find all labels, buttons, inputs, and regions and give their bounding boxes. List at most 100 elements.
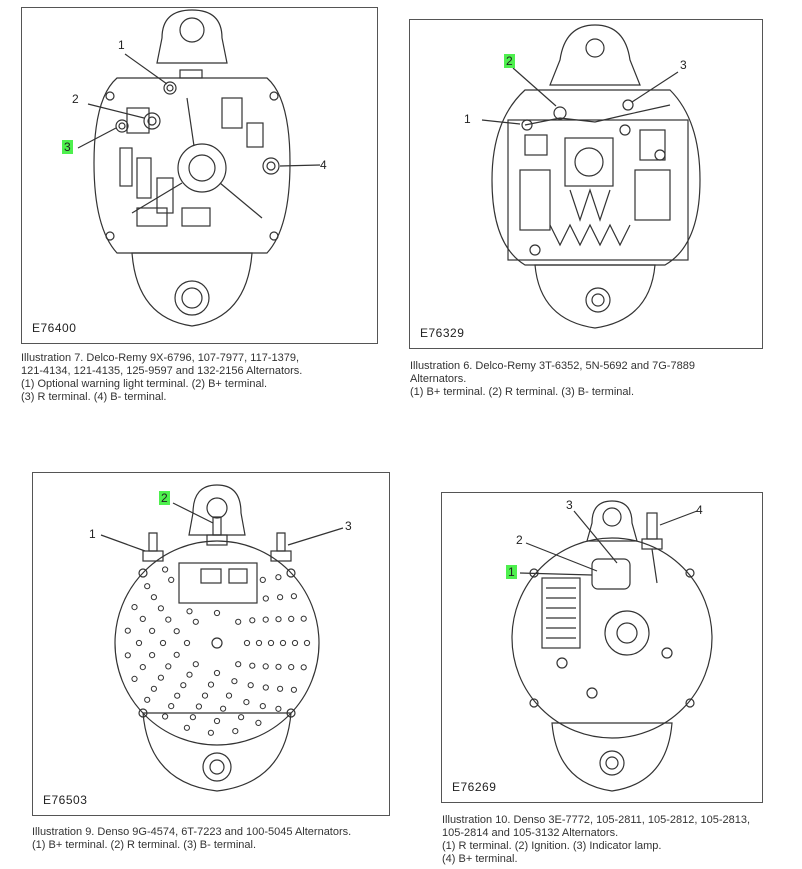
alternator-round-drawing <box>100 484 344 792</box>
callout-1: 1 <box>118 38 125 52</box>
vent-hole <box>290 593 297 600</box>
callout-1: 1 <box>464 112 471 126</box>
callout-1-highlighted: 1 <box>506 565 517 579</box>
vent-hole <box>255 639 263 647</box>
vent-hole <box>168 576 175 584</box>
vent-hole <box>149 627 156 634</box>
vent-hole <box>165 616 172 623</box>
vent-hole <box>159 639 167 647</box>
vent-hole <box>192 618 199 625</box>
vent-hole <box>279 639 287 647</box>
vent-hole <box>157 605 165 612</box>
vent-hole <box>168 703 175 710</box>
vent-hole <box>303 639 311 647</box>
callout-2-highlighted: 2 <box>159 491 170 505</box>
vent-hole <box>213 717 221 725</box>
vent-hole <box>267 639 275 647</box>
vent-hole <box>162 566 169 573</box>
vent-hole <box>157 674 165 681</box>
caption-line: Illustration 9. Denso 9G-4574, 6T-7223 a… <box>32 826 352 838</box>
vent-hole <box>201 692 209 699</box>
vent-hole <box>139 615 146 622</box>
illustration-10-panel: 3 2 1 4 E76269 <box>441 492 763 803</box>
vent-hole <box>247 682 254 689</box>
vent-hole <box>232 728 239 735</box>
vent-hole <box>186 671 193 678</box>
vent-hole <box>180 682 187 689</box>
illustration-10-caption: Illustration 10. Denso 3E-7772, 105-2811… <box>442 814 750 866</box>
vent-hole <box>262 616 269 623</box>
vent-hole <box>275 705 282 712</box>
callout-3-highlighted: 3 <box>62 140 73 154</box>
callout-2: 2 <box>72 92 79 106</box>
figure-code: E76269 <box>452 780 497 794</box>
caption-line: Illustration 6. Delco-Remy 3T-6352, 5N-5… <box>410 360 695 372</box>
callout-3: 3 <box>345 519 352 533</box>
caption-line: 121-4134, 121-4135, 125-9597 and 132-215… <box>21 365 303 377</box>
caption-line: (1) R terminal. (2) Ignition. (3) Indica… <box>442 840 662 852</box>
vent-hole <box>213 609 221 617</box>
vent-hole <box>150 685 158 692</box>
illustration-7-panel: 1 2 3 4 E76400 <box>21 7 378 344</box>
illustration-6-panel: 2 1 3 E76329 <box>409 19 763 349</box>
vent-hole <box>262 684 269 691</box>
vent-hole <box>300 664 307 671</box>
vent-hole <box>213 669 221 677</box>
vent-hole <box>249 662 256 669</box>
vent-hole <box>124 652 131 659</box>
caption-line: Alternators. <box>410 373 467 385</box>
caption-line: (1) Optional warning light terminal. (2)… <box>21 378 268 390</box>
caption-line: (4) B+ terminal. <box>442 853 518 865</box>
illustration-9-caption: Illustration 9. Denso 9G-4574, 6T-7223 a… <box>32 826 351 852</box>
vent-hole <box>235 661 242 668</box>
vent-hole <box>173 628 180 635</box>
vent-hole <box>255 719 262 726</box>
vent-hole <box>186 608 193 615</box>
caption-line: (1) B+ terminal. (2) R terminal. (3) B- … <box>410 386 635 398</box>
alternator-denso-drawing <box>511 500 713 792</box>
vent-hole <box>144 583 151 590</box>
caption-line: 105-2814 and 105-3132 Alternators. <box>442 827 619 839</box>
vent-hole <box>288 615 295 622</box>
vent-hole <box>183 724 190 731</box>
vent-hole <box>150 594 158 601</box>
vent-hole <box>131 675 138 682</box>
vent-holes-pattern <box>124 566 311 736</box>
illustration-6-caption: Illustration 6. Delco-Remy 3T-6352, 5N-5… <box>410 360 695 399</box>
vent-hole <box>275 574 282 581</box>
vent-hole <box>231 678 238 685</box>
vent-hole <box>174 692 181 699</box>
vent-hole <box>243 639 251 647</box>
vent-hole <box>262 663 269 670</box>
vent-hole <box>275 663 282 670</box>
caption-line: Illustration 7. Delco-Remy 9X-6796, 107-… <box>21 352 300 364</box>
vent-hole <box>195 703 202 710</box>
caption-line: (3) R terminal. (4) B- terminal. <box>21 391 167 403</box>
caption-line: (1) B+ terminal. (2) R terminal. (3) B- … <box>32 839 257 851</box>
callout-2-highlighted: 2 <box>504 54 515 68</box>
callout-3: 3 <box>566 498 573 512</box>
vent-hole <box>165 663 172 670</box>
vent-hole <box>149 652 156 659</box>
vent-hole <box>139 664 146 671</box>
vent-hole <box>288 664 295 671</box>
figure-code: E76329 <box>420 326 465 340</box>
illustration-7-caption: Illustration 7. Delco-Remy 9X-6796, 107-… <box>21 352 302 404</box>
callout-3: 3 <box>680 58 687 72</box>
vent-hole <box>259 703 266 710</box>
vent-hole <box>243 699 250 706</box>
vent-hole <box>291 639 299 647</box>
alternator-rear-drawing <box>77 9 321 327</box>
vent-hole <box>238 714 245 721</box>
caption-line: Illustration 10. Denso 3E-7772, 105-2811… <box>442 814 751 826</box>
callout-4: 4 <box>696 503 703 517</box>
vent-hole <box>207 681 215 688</box>
vent-hole <box>225 692 233 699</box>
vent-hole <box>135 639 143 647</box>
vent-hole <box>262 595 269 602</box>
vent-hole <box>124 627 131 634</box>
vent-hole <box>173 651 180 658</box>
vent-hole <box>144 696 151 703</box>
vent-hole <box>192 661 199 668</box>
vent-hole <box>277 594 284 601</box>
